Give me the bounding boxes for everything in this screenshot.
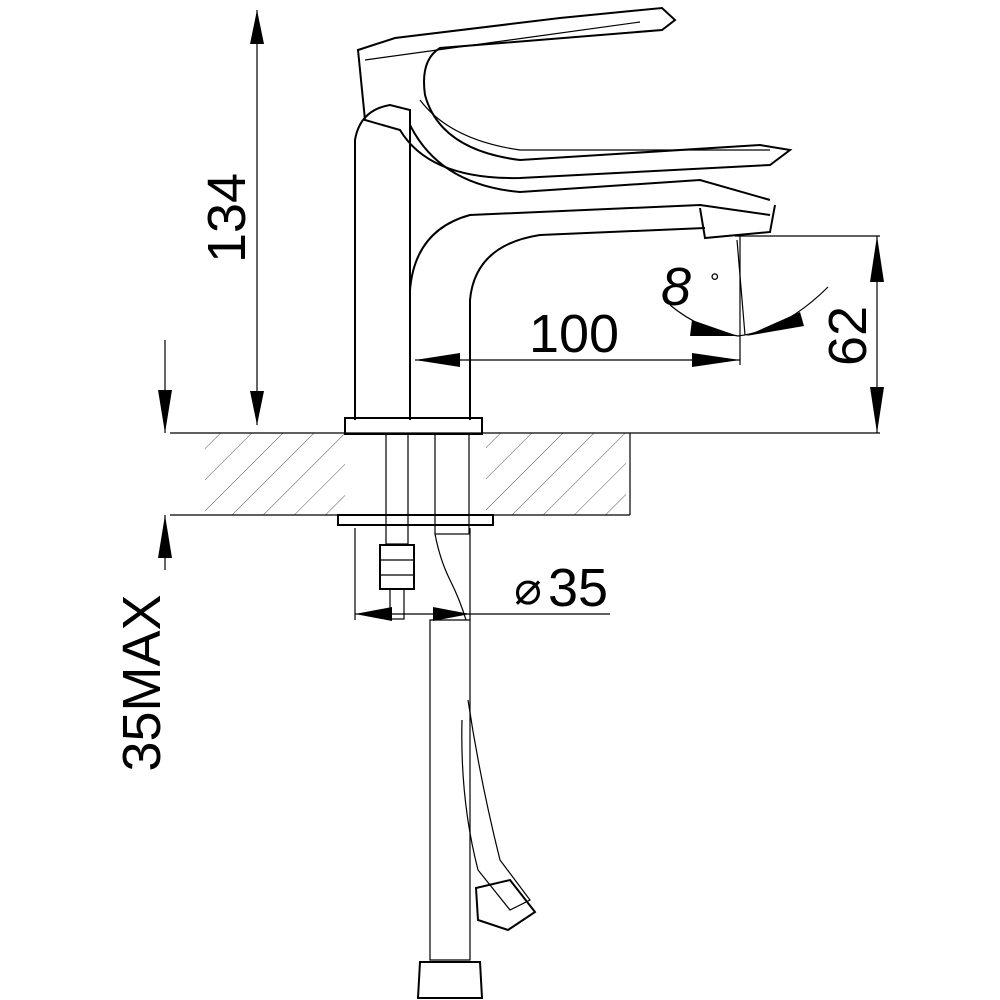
mounting-stud: [379, 433, 415, 620]
dimension-reach-label: 100: [529, 304, 619, 364]
lever-handle: [356, 6, 793, 180]
angle-value-label: 8: [661, 257, 691, 317]
faucet-body: [337, 103, 776, 526]
dimension-diameter: ⌀ 35: [354, 528, 610, 621]
dimension-aerator-label: 62: [818, 306, 878, 366]
dimension-62: 62: [735, 235, 884, 433]
dimension-100: 100: [415, 236, 741, 367]
dimension-height-label: 134: [197, 173, 257, 263]
dimension-countertop-max: 35MAX: [112, 340, 172, 772]
countertop-section: [170, 432, 880, 516]
countertop-max-label: 35MAX: [112, 594, 172, 771]
supply-hose: [416, 433, 537, 999]
diameter-symbol: ⌀: [514, 561, 542, 615]
diameter-value-label: 35: [548, 558, 608, 618]
angle-unit-label: °: [710, 269, 720, 296]
dimension-angle: 8 °: [661, 239, 829, 337]
dimension-134: 134: [197, 10, 264, 425]
